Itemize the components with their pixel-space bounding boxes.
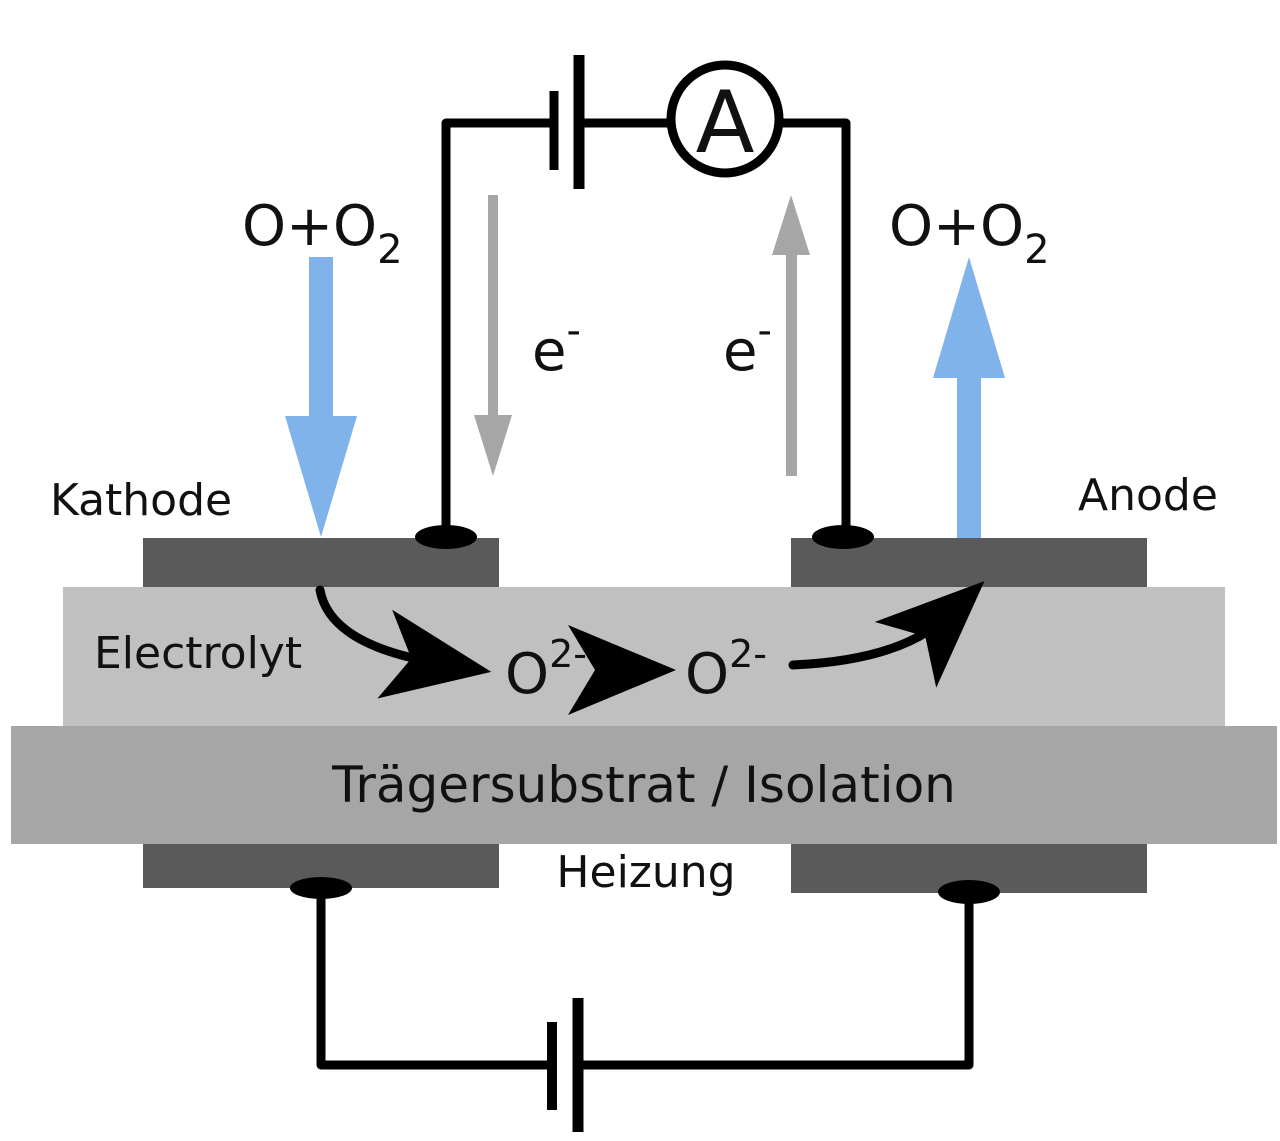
substrate-layer — [11, 726, 1277, 844]
contact-cathode — [415, 525, 477, 549]
electron-label-left: e- — [532, 308, 581, 384]
oxygen-ion-label-1: O2- — [505, 632, 587, 707]
heater-label: Heizung — [556, 847, 735, 898]
battery-bottom-icon — [547, 998, 584, 1132]
ion-path-arrows — [315, 581, 985, 715]
electron-label-right: e- — [723, 308, 772, 384]
ammeter-icon: A — [666, 60, 784, 178]
gas-in-label: O+O2 — [242, 194, 403, 273]
contact-anode — [812, 525, 874, 549]
electrolyte-label: Electrolyt — [94, 628, 302, 679]
heater-circuit — [316, 883, 974, 1070]
anode-label: Anode — [1078, 470, 1218, 521]
electron-arrow-up — [772, 195, 810, 476]
measurement-circuit — [441, 118, 851, 542]
cathode-label: Kathode — [50, 475, 232, 526]
oxygen-ion-label-2: O2- — [685, 632, 767, 707]
gas-out-label: O+O2 — [889, 194, 1050, 273]
substrate-label: Trägersubstrat / Isolation — [331, 756, 956, 814]
contact-heater-left — [290, 877, 352, 899]
battery-top-icon — [549, 55, 585, 189]
gas-out-arrow — [933, 257, 1005, 538]
electron-arrow-down — [474, 195, 512, 476]
gas-in-arrow — [285, 257, 357, 537]
contact-heater-right — [938, 880, 1000, 904]
ammeter-label: A — [696, 73, 755, 173]
